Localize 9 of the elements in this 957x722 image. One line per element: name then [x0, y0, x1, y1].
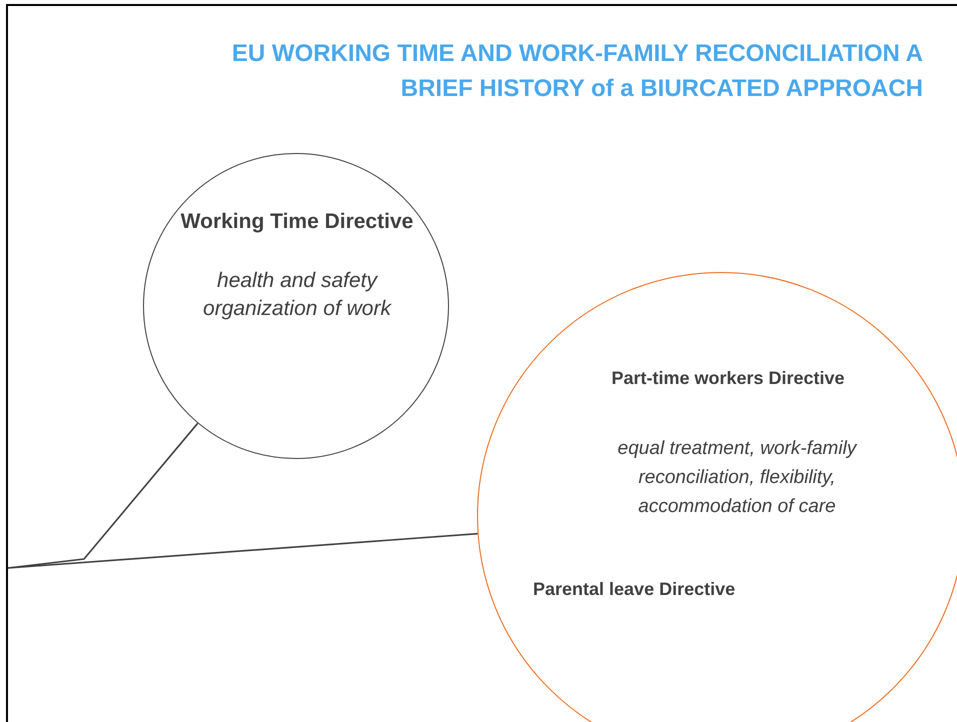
- node-heading: Part-time workers Directive: [610, 367, 846, 390]
- node-heading: Parental leave Directive: [533, 578, 736, 601]
- node-heading: Working Time Directive: [180, 209, 414, 235]
- topic-circle: [143, 153, 449, 459]
- node-description: equal treatment, work-family reconciliation, flexibility, accommodation of care: [616, 437, 858, 519]
- topic-circle: [477, 272, 957, 722]
- slide-title: EU WORKING TIME AND WORK-FAMILY RECONCILIATION A BRIEF HISTORY of a BIURCATED APPROACH: [230, 39, 923, 104]
- connector-line: [8, 532, 478, 569]
- node-description: health and safety organization of work: [202, 268, 392, 322]
